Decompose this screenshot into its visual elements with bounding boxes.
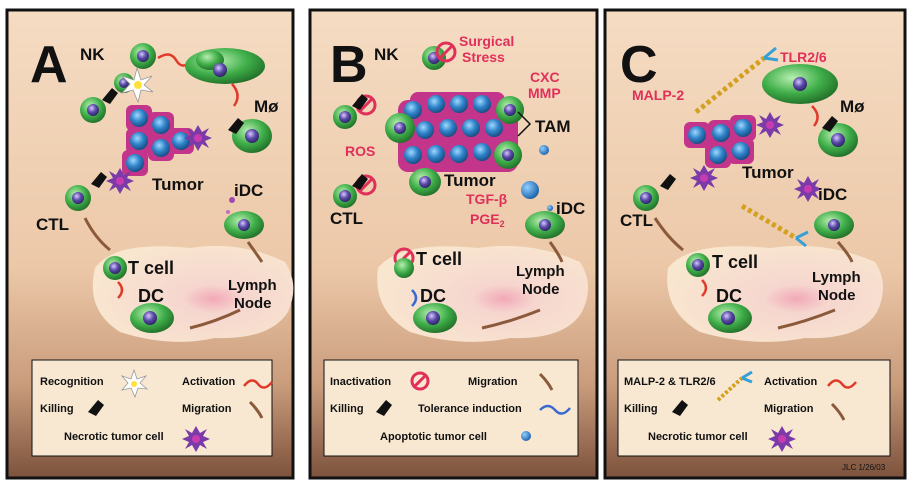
- legend-c-killing-icon: [672, 400, 688, 416]
- necrotic-cell-c3: [794, 176, 822, 202]
- legend-a-recognition: Recognition: [40, 376, 104, 388]
- legend-b-tolerance-icon: [539, 404, 571, 415]
- legend-a-necrotic-icon: [182, 426, 210, 452]
- necrotic-cell-c2: [690, 165, 718, 191]
- necrotic-cell-a1: [184, 125, 212, 151]
- label-ctl-b: CTL: [330, 209, 363, 228]
- label-idc-c: iDC: [818, 185, 847, 204]
- legend-c-necrotic-icon: [768, 426, 796, 452]
- panel-b-cells: [333, 41, 565, 333]
- label-tumor-b: Tumor: [444, 171, 496, 190]
- label-ctl-a: CTL: [36, 215, 69, 234]
- label-ros-b: ROS: [345, 143, 375, 159]
- label-tumor-a: Tumor: [152, 175, 204, 194]
- label-lymph-b: Lymph: [516, 263, 565, 280]
- panel-a-letter: A: [30, 36, 68, 94]
- legend-c-migration: Migration: [764, 403, 814, 415]
- tumor-cluster-c: [684, 115, 756, 168]
- legend-c-killing: Killing: [624, 403, 658, 415]
- tumor-cluster-b: [398, 92, 518, 172]
- label-tcell-a: T cell: [128, 258, 174, 278]
- necrotic-cell-c1: [756, 112, 784, 138]
- panel-c-cells: [633, 46, 858, 333]
- label-dc-c: DC: [716, 286, 742, 306]
- label-tlr-c: TLR2/6: [780, 49, 827, 65]
- legend-a-killing: Killing: [40, 403, 74, 415]
- label-lymph-c: Lymph: [812, 269, 861, 286]
- legend-b-apoptotic-icon: [521, 431, 531, 441]
- label-surgical-b: Surgical: [459, 33, 514, 49]
- legend-a-box: [31, 359, 273, 457]
- legend-a-activation: Activation: [182, 376, 235, 388]
- legend-b-killing: Killing: [330, 403, 364, 415]
- legend-c-activation-icon: [827, 379, 857, 389]
- panel-a-cells: [65, 43, 272, 333]
- legend-a-recognition-icon: [120, 368, 149, 399]
- legend-b-migration-icon: [538, 372, 554, 391]
- panel-b-letter: B: [330, 36, 368, 94]
- label-pge-b: PGE2: [470, 211, 505, 229]
- label-tumor-c: Tumor: [742, 163, 794, 182]
- legend-b-inactivation-icon: [410, 371, 430, 391]
- label-idc-b: iDC: [556, 199, 585, 218]
- label-nk-b: NK: [374, 45, 399, 64]
- label-dc-b: DC: [420, 286, 446, 306]
- legend-a-activation-icon: [243, 379, 273, 389]
- label-mmp-b: MMP: [528, 85, 561, 101]
- label-tcell-c: T cell: [712, 252, 758, 272]
- label-ctl-c: CTL: [620, 211, 653, 230]
- label-pge-subscript: 2: [500, 219, 505, 229]
- legend-b-inactivation: Inactivation: [330, 376, 391, 388]
- necrotic-cell-a2: [106, 168, 134, 194]
- label-nk-a: NK: [80, 45, 105, 64]
- label-mo-c: Mø: [840, 97, 865, 116]
- legend-c-necrotic: Necrotic tumor cell: [648, 431, 748, 443]
- label-lymph-a: Lymph: [228, 277, 277, 294]
- legend-a-killing-icon: [88, 400, 104, 416]
- label-node-c: Node: [818, 287, 856, 304]
- panel-c-letter: C: [620, 36, 658, 94]
- label-idc-a: iDC: [234, 181, 263, 200]
- label-node-b: Node: [522, 281, 560, 298]
- label-malp-c: MALP-2: [632, 87, 684, 103]
- credit-text: JLC 1/26/03: [842, 463, 886, 472]
- legend-c-box: [617, 359, 891, 457]
- legend-c-malp-tlr-icon: [716, 370, 753, 402]
- legend-c-migration-icon: [830, 402, 846, 421]
- recognition-star-a: [120, 66, 154, 104]
- legend-a-migration: Migration: [182, 403, 232, 415]
- label-mo-a: Mø: [254, 97, 279, 116]
- label-node-a: Node: [234, 295, 272, 312]
- label-stress-b: Stress: [462, 49, 505, 65]
- label-tam-b: TAM: [535, 117, 571, 136]
- legend-b-killing-icon: [376, 400, 392, 416]
- legend-c-activation: Activation: [764, 376, 817, 388]
- label-tgf-b: TGF-β: [466, 191, 508, 207]
- legend-c-malp-tlr: MALP-2 & TLR2/6: [624, 376, 716, 388]
- macrophage-a: [185, 48, 272, 153]
- label-tcell-b: T cell: [416, 249, 462, 269]
- label-dc-a: DC: [138, 286, 164, 306]
- legend-b-migration: Migration: [468, 376, 518, 388]
- legend-b-tolerance: Tolerance induction: [418, 403, 522, 415]
- legend-a-necrotic: Necrotic tumor cell: [64, 431, 164, 443]
- legend-b-apoptotic: Apoptotic tumor cell: [380, 431, 487, 443]
- label-cxc-b: CXC: [530, 69, 560, 85]
- tumor-cluster-a: [122, 105, 194, 176]
- legend-a-migration-icon: [248, 400, 264, 419]
- legend-b-box: [323, 359, 579, 457]
